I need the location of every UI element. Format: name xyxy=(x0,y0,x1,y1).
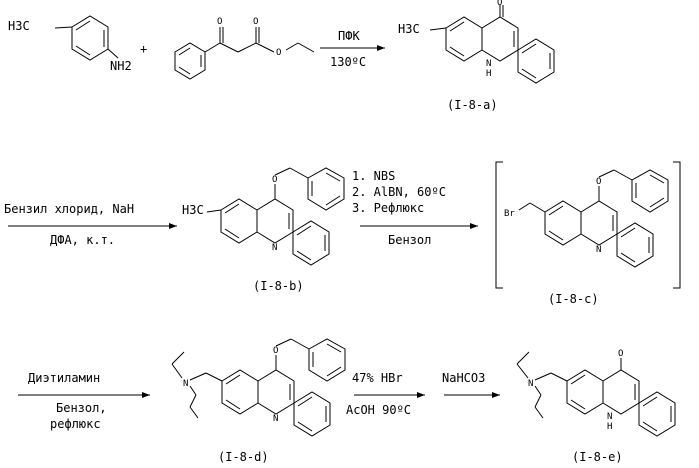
svg-text:O: O xyxy=(253,17,258,27)
plus-sign: + xyxy=(140,42,147,56)
left-bracket xyxy=(496,162,503,288)
arrow1-reagent: ПФК xyxy=(338,29,360,43)
oxo-label: O xyxy=(618,349,623,359)
ring-nitrogen: N xyxy=(272,243,277,253)
svg-text:O: O xyxy=(217,17,222,27)
arrow4-condition: рефлюкс xyxy=(50,417,101,431)
compound-id-I-8-e: (I-8-e) xyxy=(572,450,623,464)
nh-label: NH xyxy=(486,59,491,79)
amine-I-8-d-structure: N O N (I-8-d) xyxy=(172,339,345,464)
quinolone-I-8-a-structure: H3C O NH (I-8-a) xyxy=(398,0,554,112)
quinoline-I-8-b-structure: H3C O N (I-8-b) xyxy=(182,168,344,293)
ether-oxygen: O xyxy=(272,175,277,185)
methyl-label: H3C xyxy=(182,203,204,217)
ethyl-benzoylacetate-structure: O O O xyxy=(175,17,314,79)
compound-id-I-8-d: (I-8-d) xyxy=(218,450,269,464)
arrow2-reagent: Бензил хлорид, NaH xyxy=(4,202,134,216)
nh-label: NH xyxy=(607,412,612,432)
arrow5-reagent: 47% HBr xyxy=(352,371,403,385)
amine-label: NH2 xyxy=(110,59,132,73)
methyl-label: H3C xyxy=(8,19,30,33)
compound-id-I-8-a: (I-8-a) xyxy=(447,98,498,112)
bromo-label: Br xyxy=(504,209,515,219)
arrow2-solvent: ДФА, к.т. xyxy=(50,233,115,247)
condition-1: 1. NBS xyxy=(352,169,395,183)
condition-2: 2. AlBN, 60ºC xyxy=(352,185,446,199)
p-toluidine-structure: H3C NH2 xyxy=(8,16,132,73)
arrow4-solvent: Бензол, xyxy=(56,401,107,415)
quinolone-I-8-e-structure: N O NH (I-8-e) xyxy=(517,349,675,464)
ring-nitrogen: N xyxy=(273,414,278,424)
amine-nitrogen: N xyxy=(528,379,533,389)
ether-oxygen: O xyxy=(273,346,278,356)
oxo-label: O xyxy=(497,0,502,8)
methyl-label: H3C xyxy=(398,22,420,36)
arrow4-reagent: Диэтиламин xyxy=(28,371,100,385)
arrow6-reagent: NaHCO3 xyxy=(442,371,485,385)
compound-id-I-8-b: (I-8-b) xyxy=(253,279,304,293)
amine-nitrogen: N xyxy=(183,379,188,389)
arrow5-conditions: AcOH 90ºC xyxy=(346,403,411,417)
compound-id-I-8-c: (I-8-c) xyxy=(548,292,599,306)
ring-nitrogen: N xyxy=(596,245,601,255)
arrow1-temperature: 130ºC xyxy=(330,55,366,69)
right-bracket xyxy=(673,162,680,288)
intermediate-I-8-c-structure: Br O N (I-8-c) xyxy=(504,170,668,306)
condition-3: 3. Рефлюкс xyxy=(352,201,424,215)
arrow3-solvent: Бензол xyxy=(388,233,431,247)
svg-text:O: O xyxy=(276,48,281,58)
ether-oxygen: O xyxy=(596,177,601,187)
